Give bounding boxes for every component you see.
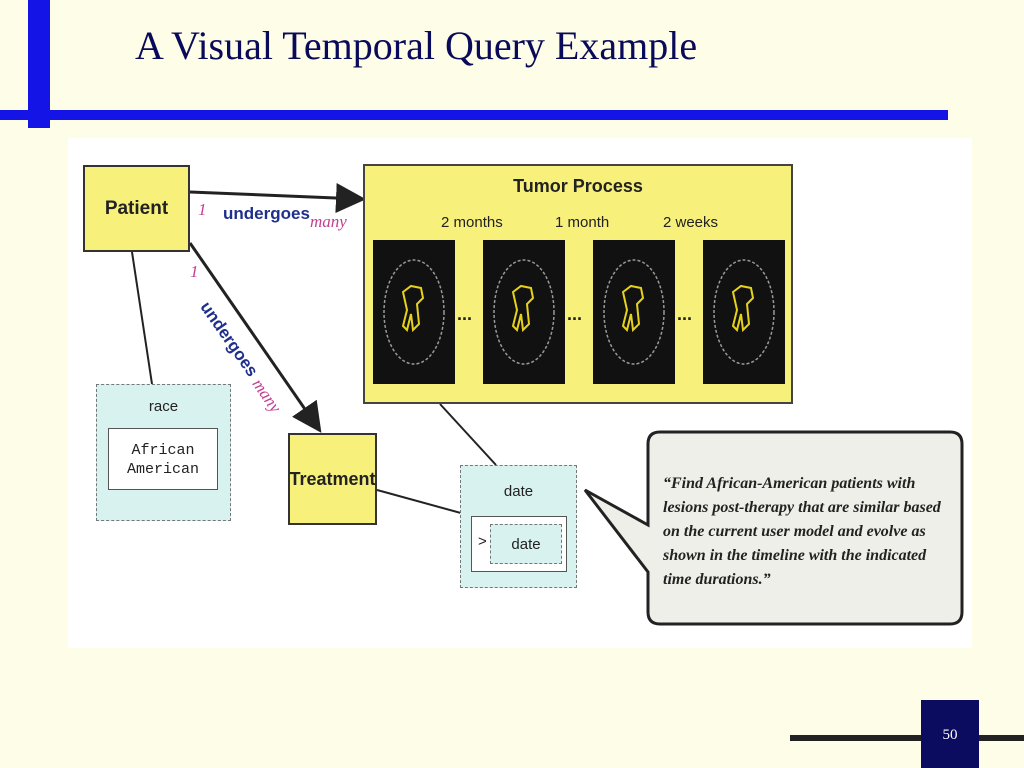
treatment-label: Treatment	[289, 468, 376, 489]
race-value: African American	[126, 442, 199, 478]
date-label: date	[503, 483, 534, 500]
page-number: 50	[942, 727, 958, 743]
cardinality-source-diagonal: 1	[190, 262, 199, 281]
cardinality-source-top: 1	[198, 200, 207, 219]
ellipsis: ...	[677, 304, 693, 324]
interval-label: 1 month	[555, 214, 610, 231]
brain-scan-icon	[603, 259, 665, 365]
scan-image	[373, 240, 455, 384]
treatment-entity: Treatment	[288, 433, 377, 525]
query-text: “Find African-American patients with les…	[663, 475, 941, 588]
tumor-process-box: Tumor Process 2 months 1 month 2 weeks .…	[363, 164, 793, 404]
patient-race-link	[131, 251, 153, 385]
ellipsis: ...	[457, 304, 473, 324]
page-number-box: 50	[921, 700, 979, 768]
slide-title: A Visual Temporal Query Example	[135, 23, 698, 68]
undergoes-arrow-diagonal	[188, 242, 322, 433]
ellipsis: ...	[567, 304, 583, 324]
cardinality-target-top: many	[310, 212, 347, 231]
race-label: race	[148, 398, 179, 415]
date-attribute: date > date	[460, 465, 577, 588]
date-value: date	[511, 536, 541, 553]
footer-bar-left	[790, 735, 921, 741]
brain-scan-icon	[713, 259, 775, 365]
scan-image	[483, 240, 565, 384]
scan-image	[703, 240, 785, 384]
patient-label: Patient	[104, 197, 169, 219]
relation-label-top: undergoes	[223, 204, 310, 223]
date-operator: >	[478, 533, 487, 550]
title-accent-vertical-bar	[28, 0, 50, 128]
scan-image	[593, 240, 675, 384]
race-attribute: race African American	[96, 384, 231, 521]
race-value-box: African American	[108, 428, 218, 490]
interval-label: 2 weeks	[663, 214, 719, 231]
tumor-process-title: Tumor Process	[513, 176, 643, 196]
brain-scan-icon	[383, 259, 445, 365]
undergoes-arrow-top	[189, 183, 366, 213]
title-accent-horizontal-bar	[0, 110, 948, 120]
interval-label: 2 months	[441, 214, 503, 231]
brain-scan-icon	[493, 259, 555, 365]
patient-entity: Patient	[83, 165, 190, 252]
footer-bar-right	[979, 735, 1024, 741]
speech-bubble	[583, 430, 964, 626]
tumor-date-link	[439, 403, 497, 466]
date-value-box: date	[490, 524, 562, 564]
date-condition-box: > date	[471, 516, 567, 572]
